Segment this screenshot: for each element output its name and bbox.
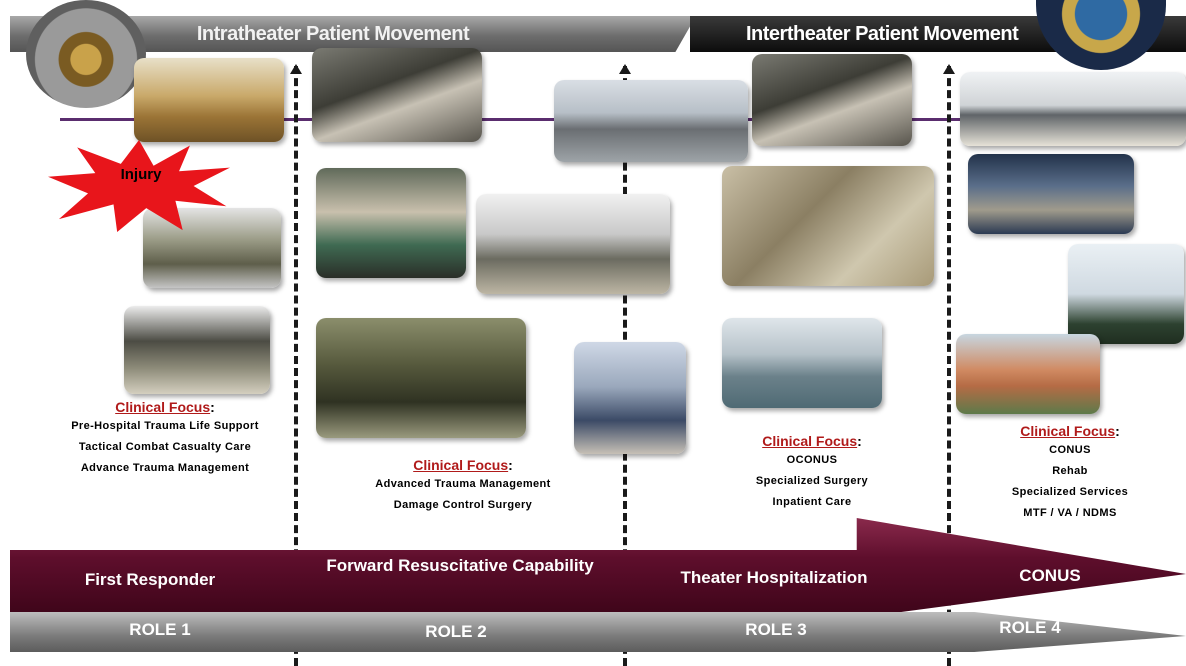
clinical-focus-title: Clinical Focus <box>413 457 509 473</box>
photo-flag-deck <box>574 342 686 454</box>
photo-cargo-helicopter <box>476 194 670 294</box>
role-2-number: ROLE 2 <box>425 622 487 641</box>
photo-hospital-ship <box>722 318 882 408</box>
clinical-focus-role-2: Clinical Focus: Advanced Trauma Manageme… <box>318 458 608 519</box>
role-2-name: Forward Resuscitative Capability <box>326 556 594 575</box>
army-emblem-icon <box>26 0 146 108</box>
focus-item: Pre-Hospital Trauma Life Support <box>71 420 259 432</box>
focus-item: CONUS <box>1049 444 1091 456</box>
clinical-focus-title: Clinical Focus <box>1020 423 1116 439</box>
intratheater-header-text: Intratheater Patient Movement <box>196 22 470 45</box>
clinical-focus-title: Clinical Focus <box>762 433 858 449</box>
focus-item: Damage Control Surgery <box>393 499 533 511</box>
focus-item: Rehab <box>1052 465 1088 477</box>
role-1-number: ROLE 1 <box>129 620 191 639</box>
role-divider-1-2 <box>294 66 298 666</box>
role-divider-3-4 <box>947 66 951 666</box>
photo-aircraft-interior <box>968 154 1134 234</box>
photo-vehicle-loading <box>316 168 466 278</box>
photo-armored-vehicle <box>134 58 284 142</box>
injury-label: Injury <box>120 166 162 183</box>
role-3-number: ROLE 3 <box>745 620 807 639</box>
photo-c17-on-tarmac <box>554 80 748 162</box>
clinical-focus-role-4: Clinical Focus: CONUS Rehab Specialized … <box>960 424 1180 527</box>
role-3-name: Theater Hospitalization <box>680 568 868 587</box>
role-4-name: CONUS <box>1019 566 1081 585</box>
divider-arrow-icon <box>943 64 955 74</box>
focus-item: Advance Trauma Management <box>80 462 250 474</box>
photo-field-convoy <box>316 318 526 438</box>
photo-hospital-campus <box>956 334 1100 414</box>
intertheater-header-text: Intertheater Patient Movement <box>746 22 1019 45</box>
focus-item: Specialized Services <box>1011 486 1129 498</box>
clinical-focus-role-3: Clinical Focus: OCONUS Specialized Surge… <box>712 434 912 516</box>
photo-field-hospital-staff <box>752 54 912 146</box>
focus-item: Tactical Combat Casualty Care <box>78 441 252 453</box>
focus-item: MTF / VA / NDMS <box>1023 507 1117 519</box>
photo-c17-in-flight <box>960 72 1186 146</box>
focus-item: Inpatient Care <box>772 496 852 508</box>
photo-medical-tower <box>1068 244 1184 344</box>
clinical-focus-role-1: Clinical Focus: Pre-Hospital Trauma Life… <box>50 400 280 482</box>
divider-arrow-icon <box>619 64 631 74</box>
photo-soldier-carry <box>143 208 281 288</box>
focus-item: OCONUS <box>786 454 838 466</box>
divider-arrow-icon <box>290 64 302 74</box>
role-1-name: First Responder <box>84 570 216 589</box>
role-4-number: ROLE 4 <box>999 618 1061 637</box>
photo-helicopter-medevac <box>124 306 270 394</box>
photo-litter-team <box>312 48 482 142</box>
focus-item: Advanced Trauma Management <box>375 478 551 490</box>
clinical-focus-title: Clinical Focus <box>115 399 211 415</box>
photo-base-aerial <box>722 166 934 286</box>
role-number-band <box>10 612 1186 652</box>
seal-emblem-icon <box>1036 0 1166 70</box>
focus-item: Specialized Surgery <box>755 475 869 487</box>
